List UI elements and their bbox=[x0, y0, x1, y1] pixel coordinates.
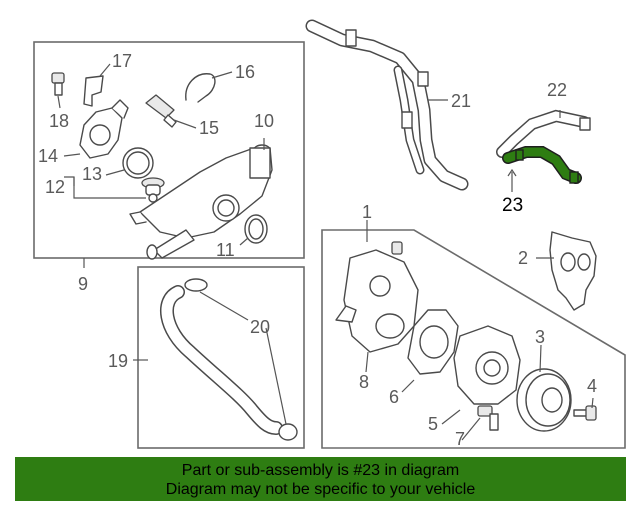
o-ring-part-20-bottom bbox=[278, 423, 298, 441]
callout-22: 22 bbox=[547, 80, 567, 100]
bracket-part-17 bbox=[83, 75, 104, 107]
banner-line-1: Part or sub-assembly is #23 in diagram bbox=[181, 462, 460, 479]
group-box-19 bbox=[137, 266, 305, 449]
water-pump-part-5 bbox=[453, 325, 521, 405]
callout-8: 8 bbox=[359, 372, 369, 392]
pulley-part-3 bbox=[516, 368, 572, 432]
callout-13: 13 bbox=[82, 164, 102, 184]
callout-5: 5 bbox=[428, 414, 438, 434]
bolt-part-7 bbox=[477, 405, 499, 431]
thermostat-part-12 bbox=[141, 177, 165, 203]
callout-4: 4 bbox=[587, 376, 597, 396]
callout-15: 15 bbox=[199, 118, 219, 138]
callout-23: 23 bbox=[502, 195, 523, 216]
callout-3: 3 bbox=[535, 327, 545, 347]
pipe-part-21 bbox=[305, 19, 469, 191]
pump-body-part-8 bbox=[335, 241, 419, 353]
callout-11: 11 bbox=[216, 240, 235, 260]
callout-12: 12 bbox=[45, 177, 65, 197]
callout-19: 19 bbox=[108, 351, 128, 371]
callout-21: 21 bbox=[451, 91, 471, 111]
hose-part-23 bbox=[502, 146, 582, 184]
callout-1: 1 bbox=[362, 202, 372, 222]
callout-14: 14 bbox=[38, 146, 58, 166]
gasket-part-2 bbox=[549, 231, 597, 311]
callout-20: 20 bbox=[250, 317, 270, 337]
bolt-part-4 bbox=[573, 405, 597, 421]
callout-6: 6 bbox=[389, 387, 399, 407]
info-banner: Part or sub-assembly is #23 in diagram D… bbox=[15, 457, 626, 501]
callout-2: 2 bbox=[518, 248, 528, 268]
sensor-part-15 bbox=[145, 94, 177, 128]
housing-part-10 bbox=[129, 144, 273, 260]
banner-line-2: Diagram may not be specific to your vehi… bbox=[165, 481, 476, 498]
callout-9: 9 bbox=[78, 274, 88, 294]
clip-part-16 bbox=[185, 73, 216, 103]
leader-lines bbox=[57, 63, 594, 441]
callout-18: 18 bbox=[49, 111, 69, 131]
callout-7: 7 bbox=[455, 429, 465, 449]
o-ring-part-20-top bbox=[184, 278, 208, 292]
pipe-part-22 bbox=[496, 109, 591, 158]
callout-16: 16 bbox=[235, 62, 255, 82]
bolt-part-18 bbox=[51, 72, 65, 96]
callout-10: 10 bbox=[254, 111, 274, 131]
callout-17: 17 bbox=[112, 51, 132, 71]
